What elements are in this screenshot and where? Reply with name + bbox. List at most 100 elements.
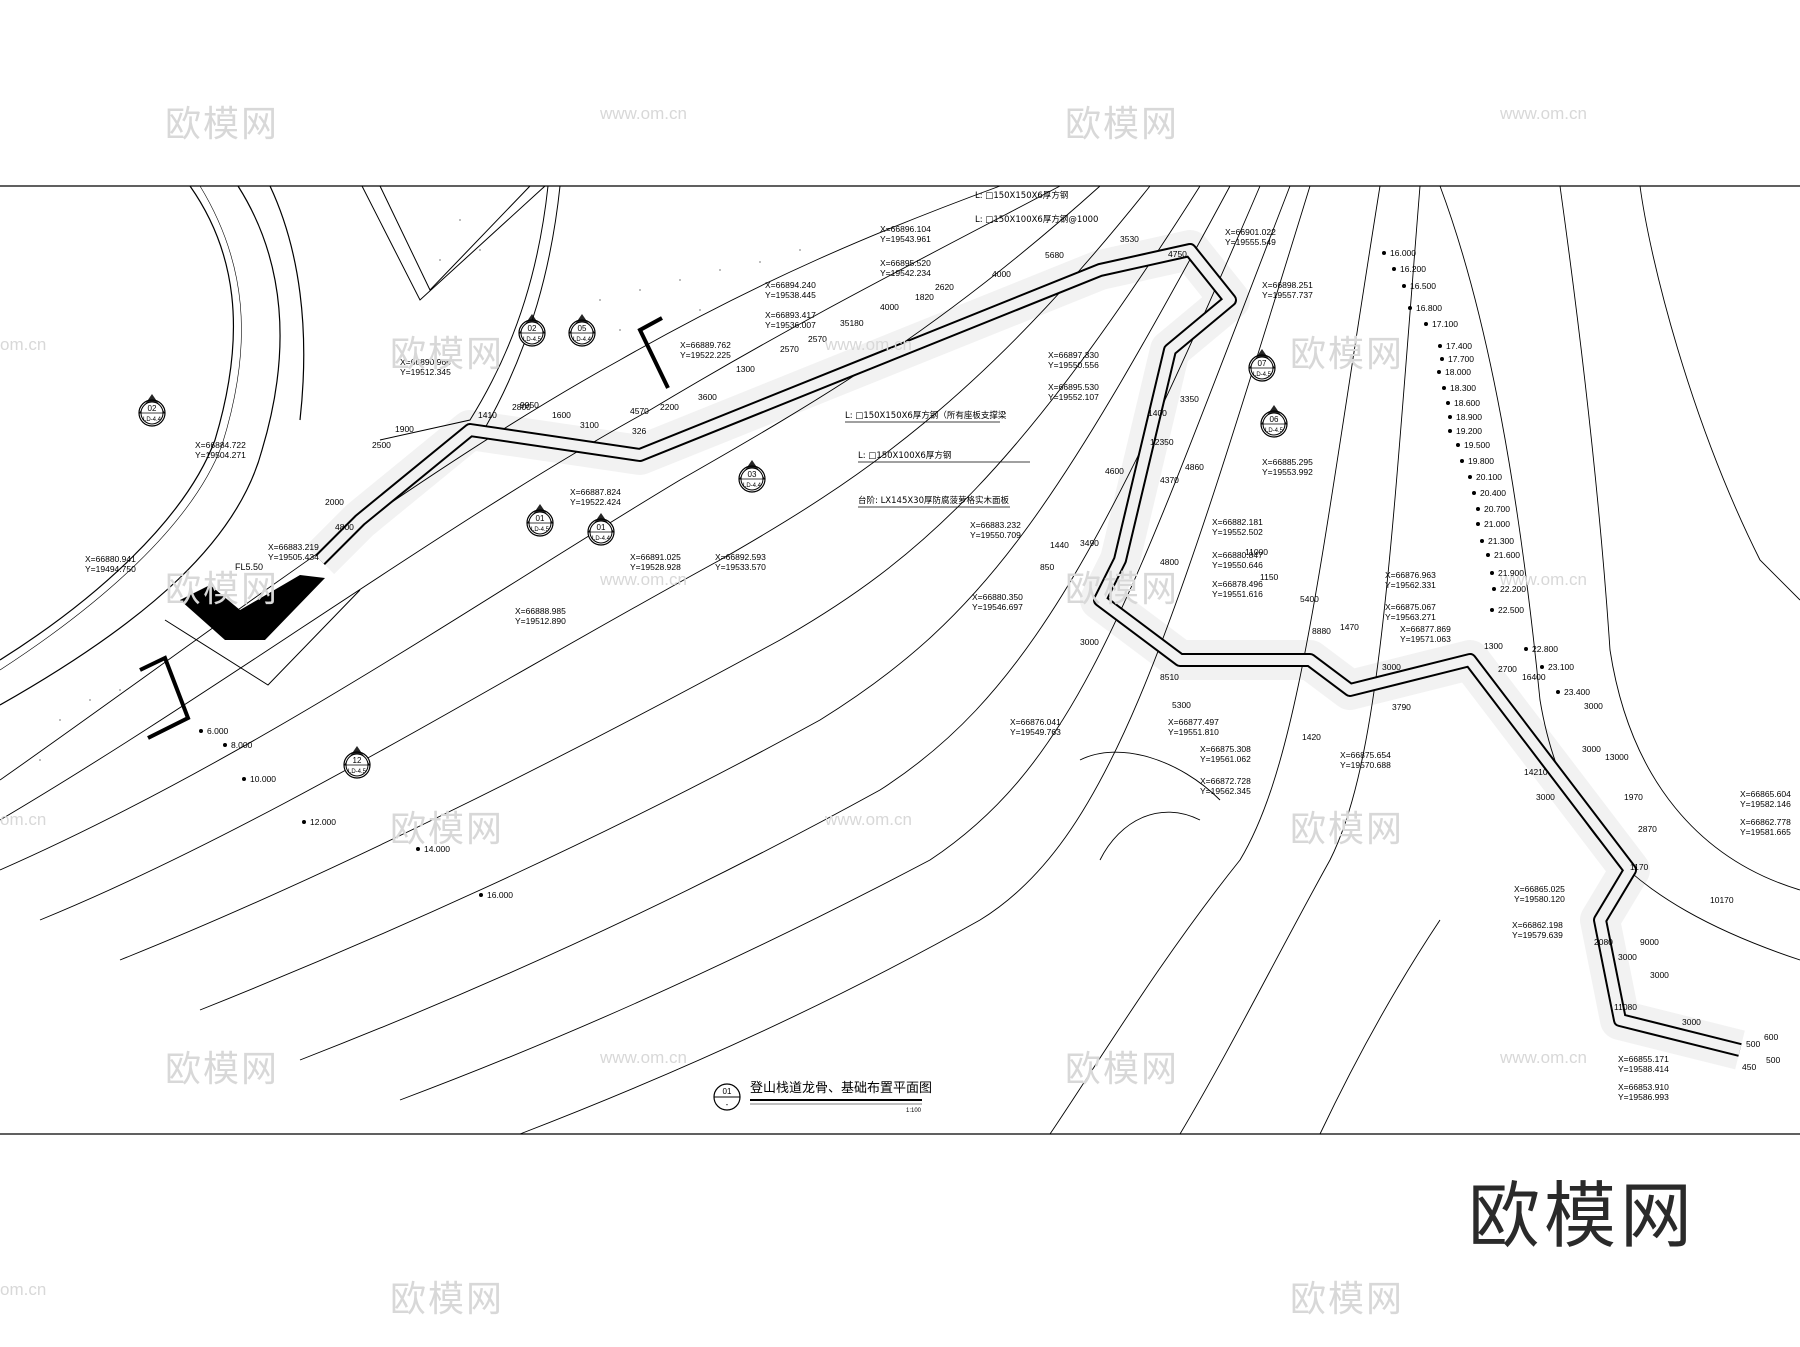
contour-level: 17.700 bbox=[1448, 354, 1474, 364]
dimension-value: 1970 bbox=[1624, 792, 1643, 802]
coordinate-y: Y=19555.549 bbox=[1225, 237, 1276, 247]
contour-level: 16.000 bbox=[1390, 248, 1416, 258]
section-number: 05 bbox=[578, 324, 587, 333]
coordinate-x: X=66901.022 bbox=[1225, 227, 1276, 237]
note-line-5: 台阶: LX145X30厚防腐菠萝格实木面板 bbox=[858, 495, 1009, 506]
dimension-value: 12350 bbox=[1150, 437, 1174, 447]
coordinate-y: Y=19505.434 bbox=[268, 552, 319, 562]
coordinate-x: X=66895.520 bbox=[880, 258, 931, 268]
coordinate-y: Y=19522.424 bbox=[570, 497, 621, 507]
watermark-url: www.om.cn bbox=[825, 335, 912, 354]
watermark-url: www.om.cn bbox=[600, 570, 687, 589]
contour-level: 18.900 bbox=[1456, 412, 1482, 422]
section-number: 01 bbox=[597, 523, 606, 532]
note-line-3: L: □150X150X6厚方钢（所有座板支撑梁 bbox=[845, 410, 1007, 421]
dimension-value: 4800 bbox=[335, 522, 354, 532]
road bbox=[0, 185, 305, 706]
watermark-url: om.cn bbox=[0, 335, 47, 354]
contour-dot bbox=[1402, 284, 1406, 288]
title-sheet: - bbox=[726, 1100, 729, 1109]
watermark-logo: 欧模网 bbox=[390, 1279, 505, 1320]
section-ref: LD-4.5 bbox=[1265, 428, 1284, 434]
dimension-value: 1420 bbox=[1302, 732, 1321, 742]
watermark-logo: 欧模网 bbox=[1290, 334, 1405, 375]
drawing-title: 登山栈道龙骨、基础布置平面图 bbox=[750, 1081, 932, 1096]
title-number: 01 bbox=[723, 1087, 732, 1096]
coordinate-x: X=66883.232 bbox=[970, 520, 1021, 530]
coordinate-x: X=66880.847 bbox=[1212, 550, 1263, 560]
contour-level-labels: 6.0008.00010.00012.00014.00016.00016.000… bbox=[199, 248, 1590, 900]
coordinate-y: Y=19579.639 bbox=[1512, 930, 1563, 940]
watermark-logo: 欧模网 bbox=[165, 1049, 280, 1090]
coordinate-x: X=66872.728 bbox=[1200, 776, 1251, 786]
section-markers: 02LD-4.402LD-4.505LD-4.403LD-4.401LD-4.5… bbox=[138, 314, 1288, 779]
section-marker bbox=[1248, 349, 1276, 382]
coordinate-x: X=66898.251 bbox=[1262, 280, 1313, 290]
coordinate-y: Y=19570.688 bbox=[1340, 760, 1391, 770]
coordinate-x: X=66855.171 bbox=[1618, 1054, 1669, 1064]
coordinate-x: X=66880.350 bbox=[972, 592, 1023, 602]
coordinate-y: Y=19533.570 bbox=[715, 562, 766, 572]
contour-dot bbox=[1392, 267, 1396, 271]
watermark-logo: 欧模网 bbox=[1065, 104, 1180, 145]
contour-level: 22.800 bbox=[1532, 644, 1558, 654]
contour-level: 19.800 bbox=[1468, 456, 1494, 466]
coordinate-x: X=66876.041 bbox=[1010, 717, 1061, 727]
dimension-value: 850 bbox=[1040, 562, 1054, 572]
contour-level: 18.300 bbox=[1450, 383, 1476, 393]
dimension-value: 3790 bbox=[1392, 702, 1411, 712]
contour-dot bbox=[479, 893, 483, 897]
section-marker bbox=[568, 314, 596, 347]
contour-dot bbox=[1446, 401, 1450, 405]
coordinate-labels: X=66880.941Y=19494.750X=66884.722Y=19504… bbox=[85, 224, 1791, 1102]
dimension-value: 3000 bbox=[1584, 701, 1603, 711]
dimension-value: 1300 bbox=[1484, 641, 1503, 651]
dimension-value: 2080 bbox=[1594, 937, 1613, 947]
contour-dot bbox=[1480, 539, 1484, 543]
watermark-logo: 欧模网 bbox=[1290, 809, 1405, 850]
dimension-value: 11080 bbox=[1614, 1002, 1637, 1012]
dimension-value: 1900 bbox=[395, 424, 414, 434]
coordinate-y: Y=19553.992 bbox=[1262, 467, 1313, 477]
contour-level: 16.800 bbox=[1416, 303, 1442, 313]
title-block: 01 - 登山栈道龙骨、基础布置平面图 1:100 bbox=[713, 1081, 932, 1114]
coordinate-y: Y=19512.345 bbox=[400, 367, 451, 377]
contour-dot bbox=[416, 847, 420, 851]
contour-dot bbox=[1476, 522, 1480, 526]
watermark-logo: 欧模网 bbox=[1065, 569, 1180, 610]
dimension-value: 2700 bbox=[1498, 664, 1517, 674]
coordinate-x: X=66890.966 bbox=[400, 357, 451, 367]
dimension-value: 600 bbox=[1764, 1032, 1778, 1042]
dimension-value: 2000 bbox=[325, 497, 344, 507]
contour-level: 18.600 bbox=[1454, 398, 1480, 408]
coordinate-x: X=66875.654 bbox=[1340, 750, 1391, 760]
contour-dot bbox=[1456, 443, 1460, 447]
brand-logo: 欧模网 bbox=[1468, 1174, 1697, 1258]
coordinate-y: Y=19562.345 bbox=[1200, 786, 1251, 796]
contour-level: 18.000 bbox=[1445, 367, 1471, 377]
coordinate-x: X=66891.025 bbox=[630, 552, 681, 562]
coordinate-y: Y=19561.062 bbox=[1200, 754, 1251, 764]
dimension-value: 9000 bbox=[1640, 937, 1659, 947]
coordinate-y: Y=19586.993 bbox=[1618, 1092, 1669, 1102]
dimension-value: 5400 bbox=[1300, 594, 1319, 604]
terrain-contours bbox=[0, 185, 1800, 1135]
coordinate-y: Y=19522.225 bbox=[680, 350, 731, 360]
section-ref: LD-4.5 bbox=[1253, 372, 1272, 378]
coordinate-x: X=66894.240 bbox=[765, 280, 816, 290]
note-line-4: L: □150X100X6厚方钢 bbox=[858, 450, 951, 461]
section-number: 02 bbox=[528, 324, 537, 333]
dimension-value: 35180 bbox=[840, 318, 864, 328]
watermark-url: www.om.cn bbox=[600, 1048, 687, 1067]
dimension-value: 3000 bbox=[1582, 744, 1601, 754]
contour-level: 19.500 bbox=[1464, 440, 1490, 450]
section-ref: LD-4.4 bbox=[743, 483, 762, 489]
section-ref: LD-4.4 bbox=[573, 337, 592, 343]
dimension-value: 4570 bbox=[630, 406, 649, 416]
section-ref: LD-4.4 bbox=[592, 536, 611, 542]
dimension-value: 10170 bbox=[1710, 895, 1734, 905]
coordinate-x: X=66888.985 bbox=[515, 606, 566, 616]
coordinate-x: X=66878.496 bbox=[1212, 579, 1263, 589]
contour-dot bbox=[223, 743, 227, 747]
